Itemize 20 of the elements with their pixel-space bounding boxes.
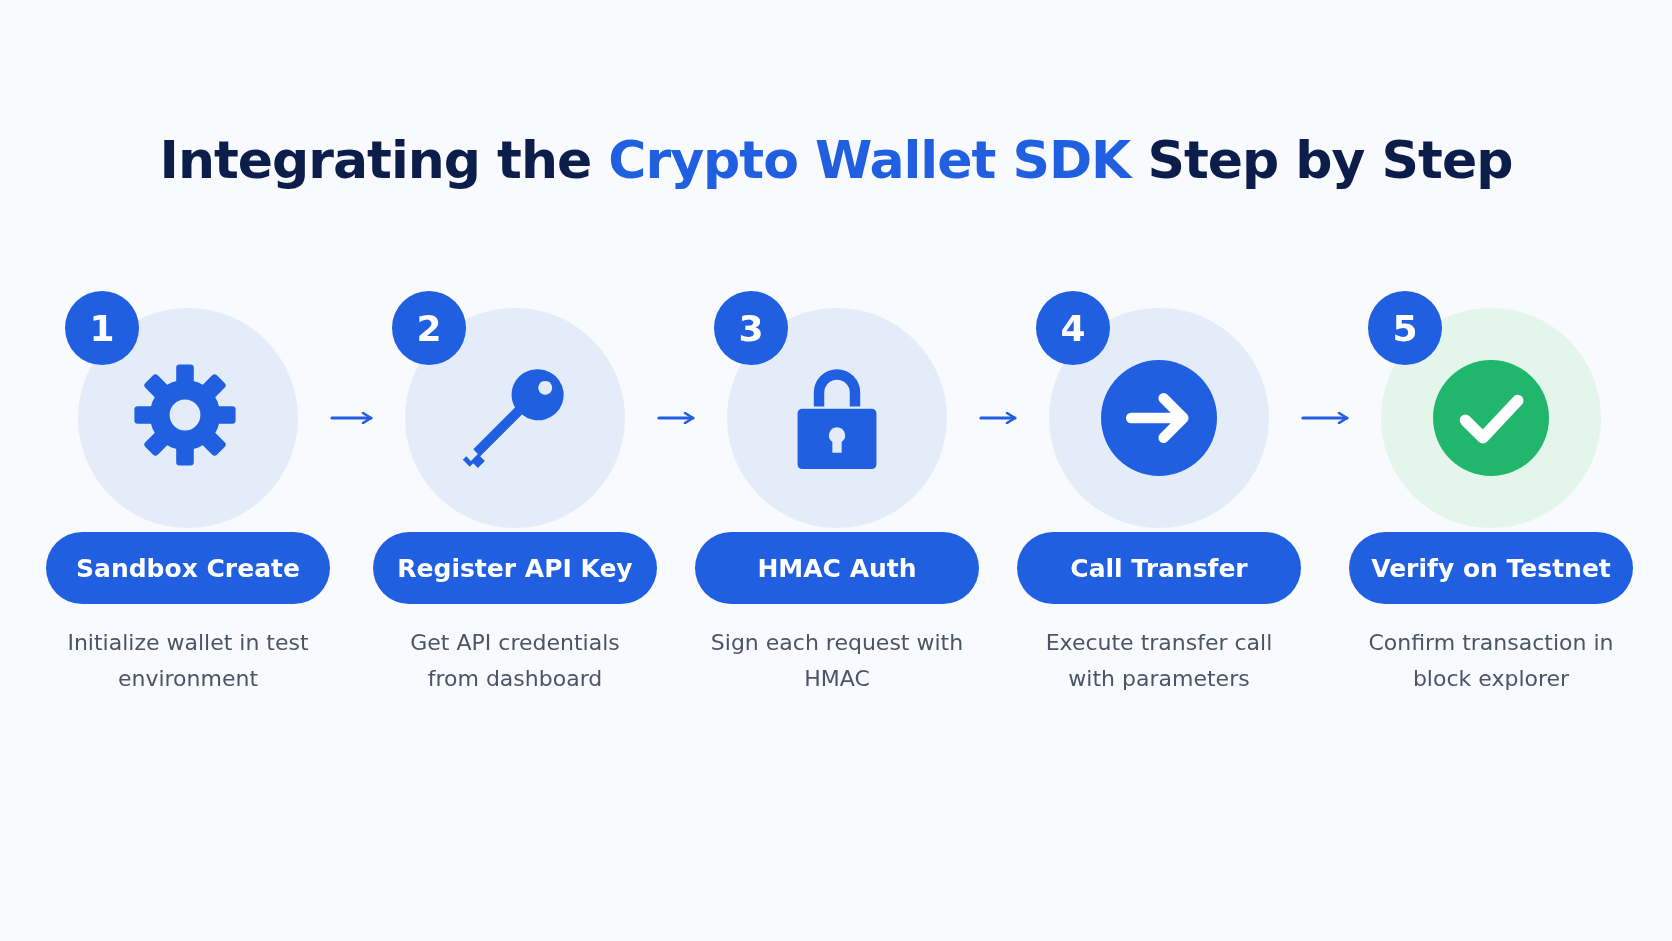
step-number: 3 — [714, 291, 788, 365]
step-title: Verify on Testnet — [1349, 532, 1633, 604]
arrow — [657, 411, 695, 425]
step-title: HMAC Auth — [695, 532, 979, 604]
step-number: 4 — [1036, 291, 1110, 365]
step-number: 2 — [392, 291, 466, 365]
step-number: 1 — [65, 291, 139, 365]
step-description: Sign each request with HMAC — [709, 629, 965, 693]
step-description: Get API credentials from dashboard — [409, 629, 621, 693]
step-title: Register API Key — [373, 532, 657, 604]
step-description: Confirm transaction in block explorer — [1367, 629, 1615, 693]
arrow — [979, 411, 1017, 425]
step-description: Execute transfer call with parameters — [1044, 629, 1274, 693]
title: Integrating the Crypto Wallet SDK Step by Step — [159, 130, 1513, 190]
step-number: 5 — [1368, 291, 1442, 365]
arrow — [330, 411, 373, 425]
arrow — [1301, 411, 1349, 425]
step-title: Sandbox Create — [46, 532, 330, 604]
step-description: Initialize wallet in test environment — [66, 629, 310, 693]
step-title: Call Transfer — [1017, 532, 1301, 604]
